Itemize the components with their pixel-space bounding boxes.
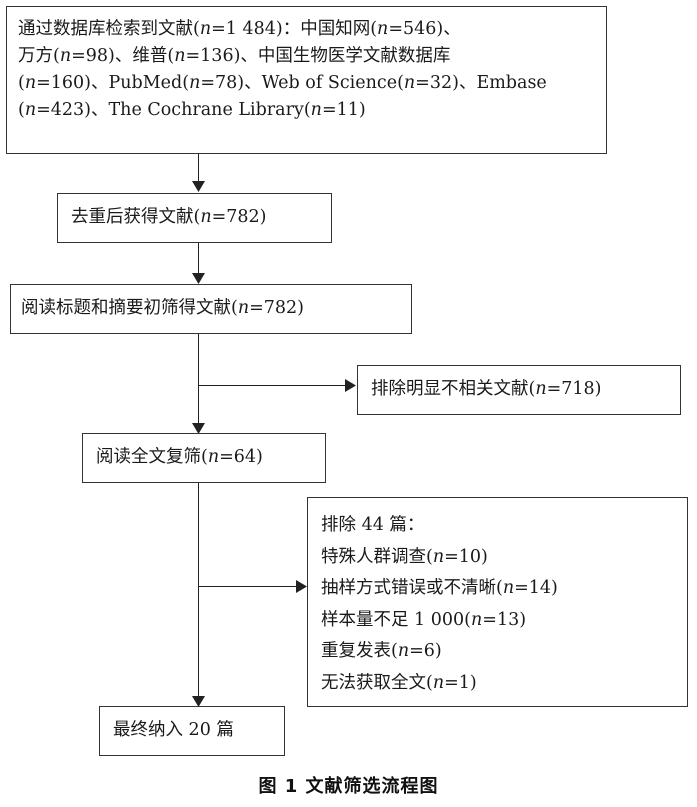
search-line-2: 万方(n=98)、维普(n=136)、中国生物医学文献数据库 [18,46,451,66]
fulltext-screen-box: 阅读全文复筛(n=64) [82,433,326,483]
final-included-box: 最终纳入 20 篇 [99,706,285,756]
connector-4 [198,483,200,698]
exclude-reason-5: 无法获取全文(n=1) [321,672,477,693]
exclude-reason-3: 样本量不足 1 000(n=13) [321,609,527,630]
exclude-44-heading: 排除 44 篇： [321,515,425,535]
arrowhead-2 [192,273,205,284]
branch-connector-1 [198,385,348,387]
arrowhead-4 [192,696,205,707]
exclude-irrelevant-text: 排除明显不相关文献(n=718) [371,379,602,399]
arrowhead-3 [192,423,205,434]
exclude-reason-2: 抽样方式错误或不清晰(n=14) [321,578,558,598]
connector-2 [198,243,200,276]
dedup-box: 去重后获得文献(n=782) [57,193,332,243]
search-results-box: 通过数据库检索到文献(n=1 484)：中国知网(n=546)、 万方(n=98… [6,6,607,154]
fulltext-screen-text: 阅读全文复筛(n=64) [96,447,263,467]
exclude-44-box: 排除 44 篇： 特殊人群调查(n=10) 抽样方式错误或不清晰(n=14) 样… [307,497,688,707]
arrowhead-1 [192,181,205,192]
exclude-reason-4: 重复发表(n=6) [321,641,442,661]
connector-3 [198,334,200,425]
final-included-text: 最终纳入 20 篇 [113,720,234,740]
search-line-1: 通过数据库检索到文献(n=1 484)：中国知网(n=546)、 [18,19,461,39]
search-line-4: (n=423)、The Cochrane Library(n=11) [18,100,366,120]
title-screen-text: 阅读标题和摘要初筛得文献(n=782) [21,298,305,318]
dedup-text: 去重后获得文献(n=782) [71,207,267,227]
connector-1 [198,154,200,184]
title-screen-box: 阅读标题和摘要初筛得文献(n=782) [10,284,412,334]
search-line-3: (n=160)、PubMed(n=78)、Web of Science(n=32… [18,73,547,93]
exclude-reason-1: 特殊人群调查(n=10) [321,546,488,567]
branch-connector-2 [198,586,298,588]
exclude-irrelevant-box: 排除明显不相关文献(n=718) [357,365,681,415]
branch-arrowhead-2 [296,580,307,593]
branch-arrowhead-1 [345,379,356,392]
figure-caption: 图 1 文献筛选流程图 [258,776,439,797]
